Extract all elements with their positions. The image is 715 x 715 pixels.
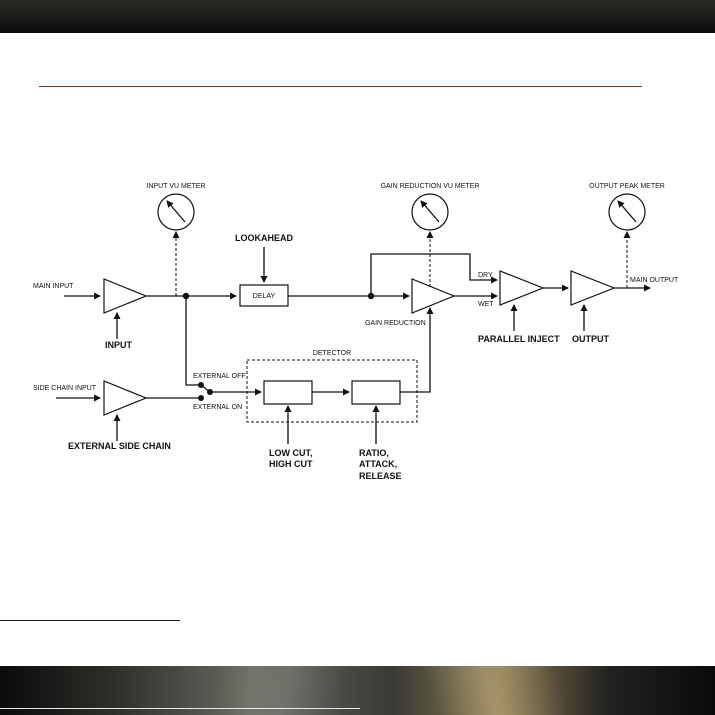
filter-block xyxy=(264,381,312,404)
gain-reduction-vu-meter: GAIN REDUCTION VU METER xyxy=(381,183,480,230)
gain-reduction-vu-meter-label: GAIN REDUCTION VU METER xyxy=(381,183,480,190)
low-cut-label: LOW CUT, xyxy=(269,448,313,458)
gain-reduction-amp xyxy=(412,279,454,313)
output-amp xyxy=(571,271,614,305)
input-vu-meter: INPUT VU METER xyxy=(147,183,206,230)
internal-sidechain-wire xyxy=(186,296,199,385)
main-input-label: MAIN INPUT xyxy=(33,283,74,290)
output-peak-meter: OUTPUT PEAK METER xyxy=(589,183,665,230)
external-side-chain-label: EXTERNAL SIDE CHAIN xyxy=(68,441,171,451)
delay-label: DELAY xyxy=(253,293,276,300)
input-vu-meter-label: INPUT VU METER xyxy=(147,183,206,190)
footer-photo-band xyxy=(0,666,715,715)
input-amp xyxy=(104,279,146,313)
lookahead-label: LOOKAHEAD xyxy=(235,233,293,243)
output-peak-meter-label: OUTPUT PEAK METER xyxy=(589,183,665,190)
footnote-rule xyxy=(0,620,180,621)
high-cut-label: HIGH CUT xyxy=(269,459,313,469)
external-off-label: EXTERNAL OFF xyxy=(193,373,246,380)
parallel-inject-label: PARALLEL INJECT xyxy=(478,334,560,344)
side-chain-amp xyxy=(104,381,146,415)
footer-sheen xyxy=(0,708,360,709)
external-on-label: EXTERNAL ON xyxy=(193,404,242,411)
gain-reduction-label: GAIN REDUCTION xyxy=(365,320,426,327)
output-label: OUTPUT xyxy=(572,334,610,344)
wet-label: WET xyxy=(478,301,494,308)
ratio-label: RATIO, xyxy=(359,448,389,458)
main-output-label: MAIN OUTPUT xyxy=(630,277,679,284)
release-label: RELEASE xyxy=(359,471,402,481)
detector-label: DETECTOR xyxy=(313,350,351,357)
parallel-inject-mixer xyxy=(500,271,543,305)
dynamics-block xyxy=(352,381,400,404)
dry-label: DRY xyxy=(478,272,493,279)
attack-label: ATTACK, xyxy=(359,459,397,469)
input-label: INPUT xyxy=(105,340,133,350)
side-chain-input-label: SIDE CHAIN INPUT xyxy=(33,385,97,392)
